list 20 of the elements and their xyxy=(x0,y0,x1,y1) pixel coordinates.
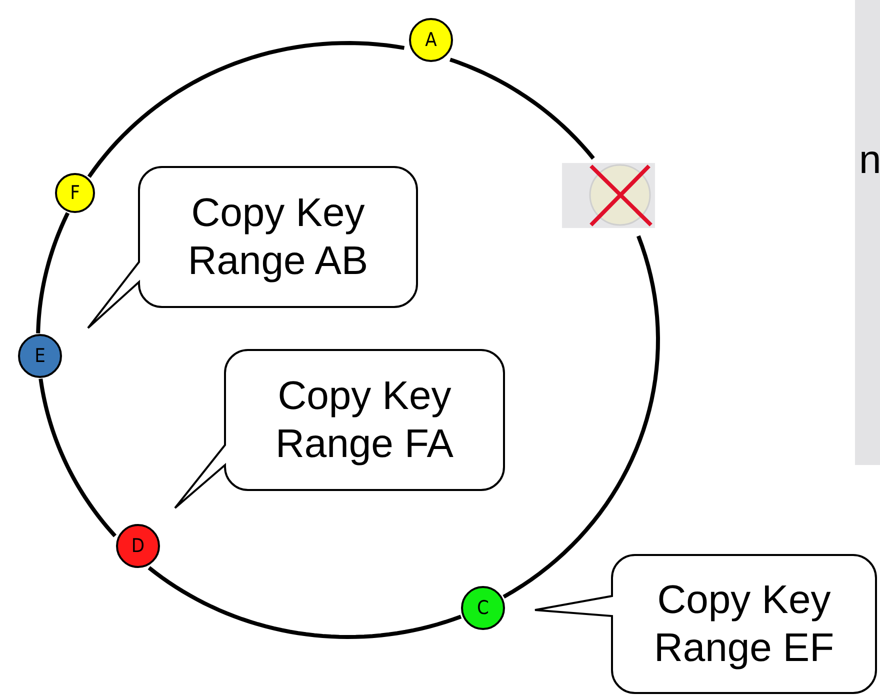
callout-text: Copy Key Range AB xyxy=(186,190,370,285)
ring-arc xyxy=(450,58,595,160)
callout-bubble xyxy=(88,166,418,328)
failed-node xyxy=(562,163,655,228)
ring-arc xyxy=(148,566,462,639)
panel-text: n xyxy=(859,138,880,183)
callout-bubble xyxy=(175,349,505,508)
ring-arc xyxy=(38,378,117,538)
callout-bubble xyxy=(535,554,877,694)
ring-node: D xyxy=(116,524,160,568)
ring-node: A xyxy=(409,18,453,62)
callout-text: Copy Key Range FA xyxy=(274,373,454,468)
ring-arc xyxy=(36,212,70,334)
callout-text: Copy Key Range EF xyxy=(652,577,836,672)
ring-arc xyxy=(87,41,405,178)
side-panel xyxy=(855,0,880,465)
ring-node: C xyxy=(461,586,505,630)
ring-arc xyxy=(502,235,660,599)
ring-node: F xyxy=(55,173,95,213)
ring-node: E xyxy=(18,334,62,378)
